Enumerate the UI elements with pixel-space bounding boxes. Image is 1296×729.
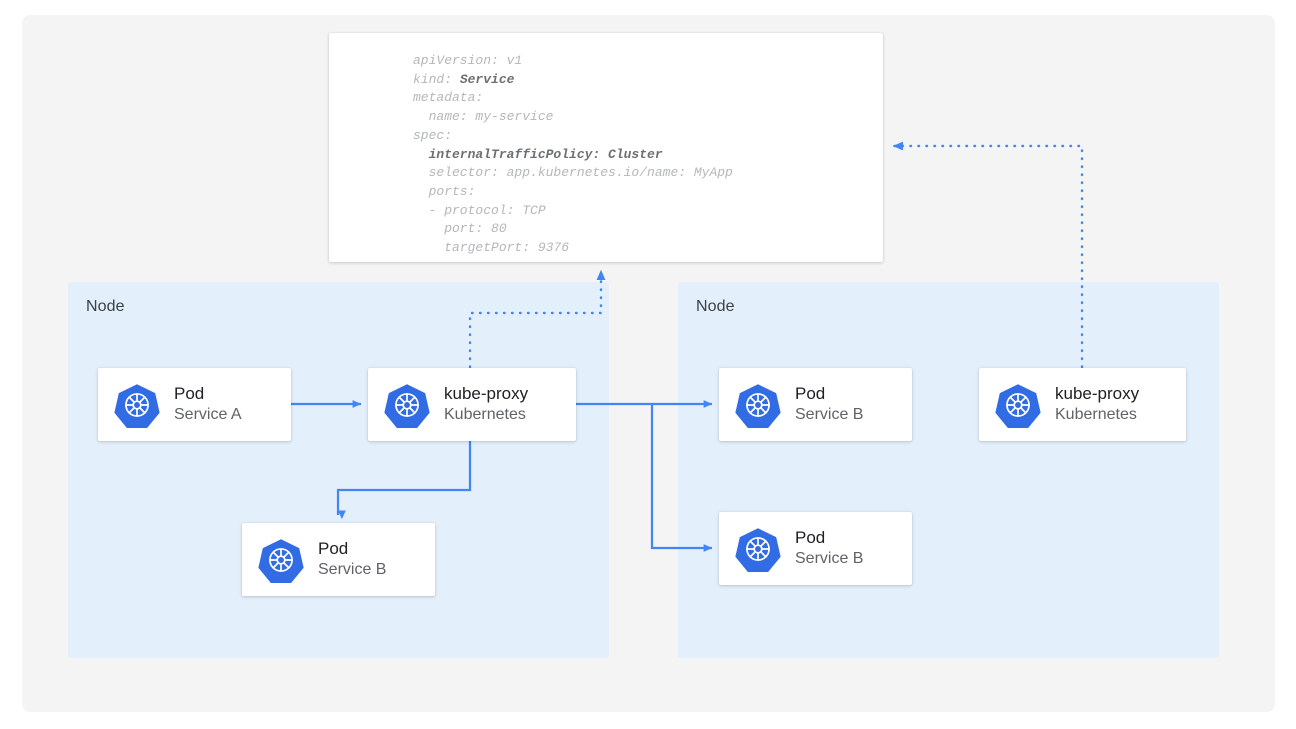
card-kube-proxy-left[interactable]: kube-proxy Kubernetes xyxy=(368,368,576,441)
card-pod-service-b-left[interactable]: Pod Service B xyxy=(242,523,435,596)
card-subtitle: Service B xyxy=(318,561,387,579)
kubernetes-icon xyxy=(384,382,430,428)
node-box-right xyxy=(678,282,1219,658)
card-title: kube-proxy xyxy=(1055,384,1140,404)
node-box-left xyxy=(68,282,609,658)
node-label-left: Node xyxy=(86,298,125,315)
card-kube-proxy-right[interactable]: kube-proxy Kubernetes xyxy=(979,368,1186,441)
card-text: Pod Service B xyxy=(795,383,863,425)
card-pod-service-b-right-bottom[interactable]: Pod Service B xyxy=(719,512,912,585)
service-manifest-box: apiVersion: v1 kind: Service metadata: n… xyxy=(329,33,883,262)
kubernetes-icon xyxy=(735,382,781,428)
card-title: Pod xyxy=(174,384,205,404)
service-manifest-code: apiVersion: v1 kind: Service metadata: n… xyxy=(413,53,733,256)
card-title: kube-proxy xyxy=(444,384,529,404)
card-text: kube-proxy Kubernetes xyxy=(444,383,528,425)
card-title: Pod xyxy=(795,528,826,548)
kubernetes-icon xyxy=(258,537,304,583)
card-text: Pod Service A xyxy=(174,383,242,425)
card-subtitle: Service B xyxy=(795,550,864,568)
kubernetes-icon xyxy=(735,526,781,572)
card-pod-service-a[interactable]: Pod Service A xyxy=(98,368,291,441)
card-text: kube-proxy Kubernetes xyxy=(1055,383,1139,425)
node-label-right: Node xyxy=(696,298,735,315)
card-subtitle: Service A xyxy=(174,406,242,424)
card-text: Pod Service B xyxy=(318,538,386,580)
kubernetes-icon xyxy=(995,382,1041,428)
card-subtitle: Kubernetes xyxy=(1055,406,1137,424)
card-subtitle: Kubernetes xyxy=(444,406,526,424)
card-pod-service-b-right-top[interactable]: Pod Service B xyxy=(719,368,912,441)
card-title: Pod xyxy=(795,384,826,404)
card-text: Pod Service B xyxy=(795,527,863,569)
kubernetes-icon xyxy=(114,382,160,428)
card-subtitle: Service B xyxy=(795,406,864,424)
card-title: Pod xyxy=(318,539,349,559)
